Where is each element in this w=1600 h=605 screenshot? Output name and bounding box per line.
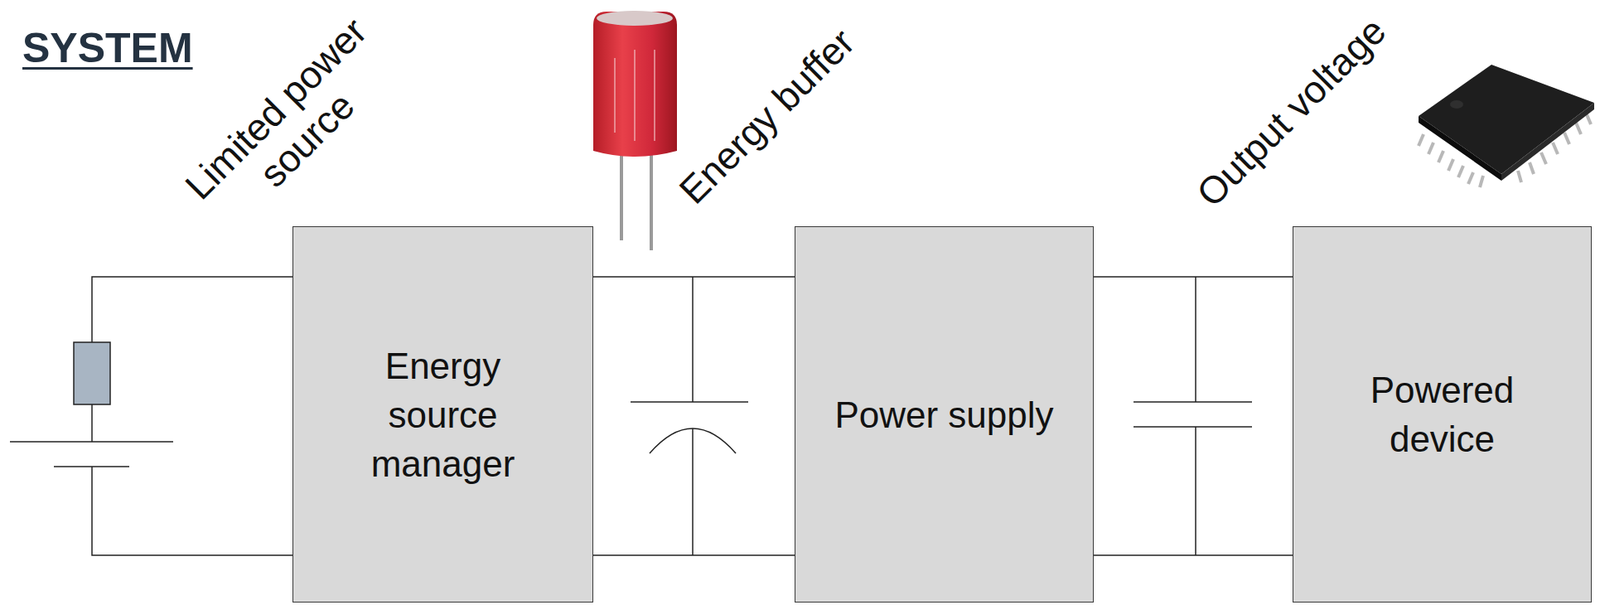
capacitor-symbol [1133,276,1252,556]
wire-connector [593,275,795,278]
signal-label: Energy buffer [670,19,863,213]
block-label: Energy source manager [348,341,539,489]
signal-label: Limited power source [172,4,411,243]
wire-connector [1093,554,1293,556]
source-wiring [9,276,293,556]
supercapacitor-symbol [630,276,749,556]
wire-connector [1093,275,1293,278]
chip-picture [1418,64,1595,188]
wire-connector [593,554,795,556]
resistor-symbol [73,342,111,405]
block-box: Power supply [794,226,1094,603]
supercapacitor-picture [593,10,677,251]
signal-label: Output voltage [1188,8,1395,215]
block-label: Power supply [807,390,1082,440]
block-box: Powered device [1292,226,1592,603]
block-label: Powered device [1347,365,1538,464]
block-box: Energy source manager [292,226,594,603]
diagram-title: SYSTEM [22,23,194,73]
